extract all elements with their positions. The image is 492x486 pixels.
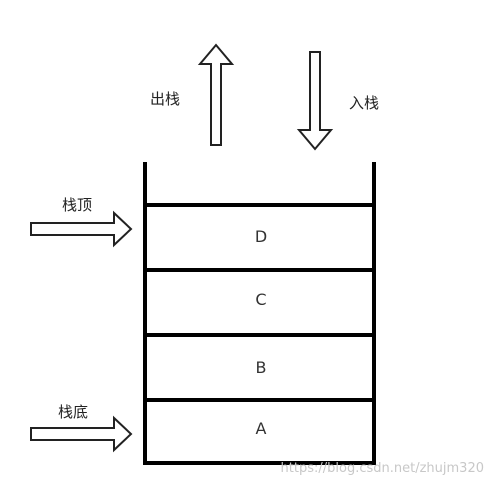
push-label: 入栈 bbox=[349, 94, 379, 112]
right-arrow-icon bbox=[30, 210, 133, 248]
stack-cell-label: B bbox=[256, 358, 267, 377]
stack-top-label: 栈顶 bbox=[62, 196, 92, 214]
stack-cell-label: C bbox=[255, 290, 266, 309]
watermark-text: https://blog.csdn.net/zhujm320 bbox=[281, 461, 484, 476]
right-arrow-icon bbox=[30, 415, 133, 453]
up-arrow-icon bbox=[197, 43, 235, 146]
down-arrow-icon bbox=[296, 51, 334, 151]
stack-cell-label: D bbox=[255, 227, 267, 246]
stack-cell-label: A bbox=[256, 419, 267, 438]
stack-bottom-label: 栈底 bbox=[58, 403, 88, 421]
pop-label: 出栈 bbox=[150, 90, 180, 108]
